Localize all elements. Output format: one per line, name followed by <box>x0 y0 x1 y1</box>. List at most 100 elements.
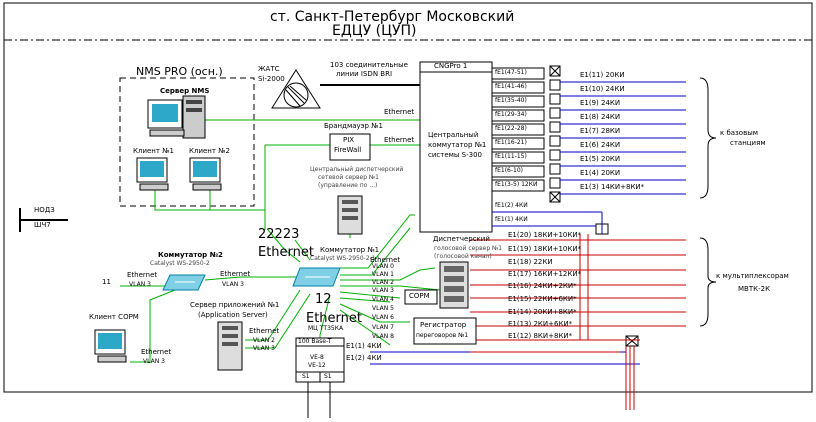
overlay-b-number: 12 <box>315 292 332 307</box>
ethernet-label-3: Ethernet <box>127 271 158 279</box>
overlay-a-ethernet: Ethernet <box>258 245 314 260</box>
ethernet-label-2: Ethernet <box>384 136 415 144</box>
sorm-label: СОРМ <box>409 292 430 300</box>
blue-output-label: E1(3) 14КИ+8КИ* <box>580 183 645 191</box>
vlan-label-4: VLAN 4 <box>372 296 394 303</box>
ve-line1: VE-8 <box>310 354 324 361</box>
fe-port-label: fE1(3-5) 12КИ <box>495 181 538 188</box>
isdn-line2: линии ISDN BRI <box>336 70 393 78</box>
ve-bottom1: S1 <box>302 373 310 380</box>
blue-output-label: E1(7) 28КИ <box>580 127 621 135</box>
cngpro-center3: системы S-300 <box>428 151 482 159</box>
cngpro-center2: коммутатор №1 <box>428 141 487 149</box>
to-base-line1: к базовым <box>720 129 758 137</box>
nodz-line2: ШЧ7 <box>34 221 51 229</box>
left-link-number: 11 <box>102 278 111 286</box>
red-output-label: E1(14) 20КИ+8КИ* <box>508 308 577 316</box>
fe-port-label: fE1(47-51) <box>495 69 527 76</box>
red-output-label: E1(12) 8КИ+8КИ* <box>508 332 573 340</box>
blue-output-label: E1(10) 24КИ <box>580 85 625 93</box>
red-output-label: E1(15) 22КИ+6КИ* <box>508 295 577 303</box>
vlan-label-3: VLAN 3 <box>372 287 394 294</box>
atc-label1: ЖАТС <box>258 65 280 73</box>
blue-output-label: E1(8) 24КИ <box>580 113 621 121</box>
red-output-label: E1(13) 2КИ+6КИ* <box>508 320 573 328</box>
ve-bottom2: S1 <box>324 373 332 380</box>
ethernet-label-4: Ethernet <box>220 270 251 278</box>
client2-label: Клиент №2 <box>189 147 230 155</box>
fe-port-label: fE1(41-46) <box>495 83 527 90</box>
mcu-label: МЦ ТТ35КА <box>308 325 344 332</box>
central-server-line2: сетевой сервер №1 <box>318 174 379 181</box>
vlan-label-app2: VLAN 3 <box>253 345 275 352</box>
to-base-line2: станциям <box>730 139 766 147</box>
switch1-model: Catalyst WS-2950-2-1 <box>310 255 376 262</box>
nms-group-frame <box>119 77 255 207</box>
vlan-label-sorm: VLAN 3 <box>143 358 165 365</box>
dispatch-line3: (голосовой канал) <box>434 253 492 260</box>
client2-computer <box>189 157 222 191</box>
ethernet-label-5: Ethernet <box>370 256 401 264</box>
to-mux-line1: к мультиплексорам <box>716 272 789 280</box>
blue-output-label: E1(11) 20КИ <box>580 71 625 79</box>
app-server-sub: (Application Server) <box>198 311 268 319</box>
atc-triangle <box>271 69 321 109</box>
blue-output-label: E1(6) 24КИ <box>580 141 621 149</box>
firewall-box <box>329 133 371 161</box>
nodz-line1: НОДЗ <box>34 206 55 214</box>
dispatch-line2: голосовой сервер №1 <box>434 245 503 252</box>
ve-line2: VE-12 <box>308 362 326 369</box>
isdn-line1: 103 соединительные <box>330 61 408 69</box>
firewall-title: Брандмауэр №1 <box>324 122 383 130</box>
outer-frame <box>3 2 813 393</box>
fe-port-boxes <box>491 67 545 192</box>
ethernet-label-1: Ethernet <box>384 108 415 116</box>
registrar-line1: Регистратор <box>420 321 467 329</box>
title-line1: ст. Санкт-Петербург Московский <box>270 9 515 25</box>
vlan-label-8: VLAN 8 <box>372 333 394 340</box>
overlay-b-ethernet: Ethernet <box>306 311 362 326</box>
nms-group-label: NMS PRO (осн.) <box>134 65 225 78</box>
vlan-label-6: VLAN 6 <box>372 314 394 321</box>
bottom-e1-2: E1(2) 4КИ <box>346 354 382 362</box>
x-marks <box>549 65 639 347</box>
blue-output-label: E1(9) 24КИ <box>580 99 621 107</box>
central-server-line1: Центральный диспетчерский <box>310 166 404 173</box>
red-lines <box>470 234 686 410</box>
fe-port-label: fE1(2) 4КИ <box>495 202 528 209</box>
client-sorm-label: Клиент СОРМ <box>89 313 139 321</box>
fe-port-label: fE1(11-15) <box>495 153 527 160</box>
vlan-label-sw2: VLAN 3 <box>222 281 244 288</box>
registrar-line2: переговоров №1 <box>416 332 469 339</box>
vlan-label-left: VLAN 3 <box>129 281 151 288</box>
fe-port-label: fE1(1) 4КИ <box>495 216 528 223</box>
dispatch-line1: Диспетчерский <box>433 235 490 243</box>
vlan-label-0: VLAN 0 <box>372 263 394 270</box>
switch2-model: Catalyst WS-2950-2 <box>150 260 210 267</box>
cngpro-title: CNGPro 1 <box>434 62 468 70</box>
app-server-title: Сервер приложений №1 <box>190 301 280 309</box>
nms-server-computer <box>147 95 206 139</box>
ethernet-label-6: Ethernet <box>249 327 280 335</box>
vlan-label-app1: VLAN 2 <box>253 337 275 344</box>
central-server-line3: (управление по ...) <box>318 182 378 189</box>
vlan-label-1: VLAN 1 <box>372 271 394 278</box>
ethernet-label-7: Ethernet <box>141 348 172 356</box>
brace-base-stations <box>699 77 717 199</box>
red-output-label: E1(17) 16КИ+12КИ* <box>508 270 582 278</box>
cngpro-center1: Центральный <box>428 131 479 139</box>
x-connectors <box>549 65 639 347</box>
fe-port-label: fE1(6-10) <box>495 167 524 174</box>
dispatch-server-rack <box>439 261 469 309</box>
switch2-icon <box>162 274 206 291</box>
sorm-box <box>404 289 438 305</box>
red-output-label: E1(20) 18КИ+10КИ* <box>508 231 582 239</box>
cngpro-box <box>419 61 493 233</box>
switch2-title: Коммутатор №2 <box>158 251 223 259</box>
fe-port-label: fE1(35-40) <box>495 97 527 104</box>
switch1-title: Коммутатор №1 <box>320 246 380 254</box>
overlay-a-number: 22223 <box>258 227 300 242</box>
client-sorm-computer <box>94 329 127 363</box>
